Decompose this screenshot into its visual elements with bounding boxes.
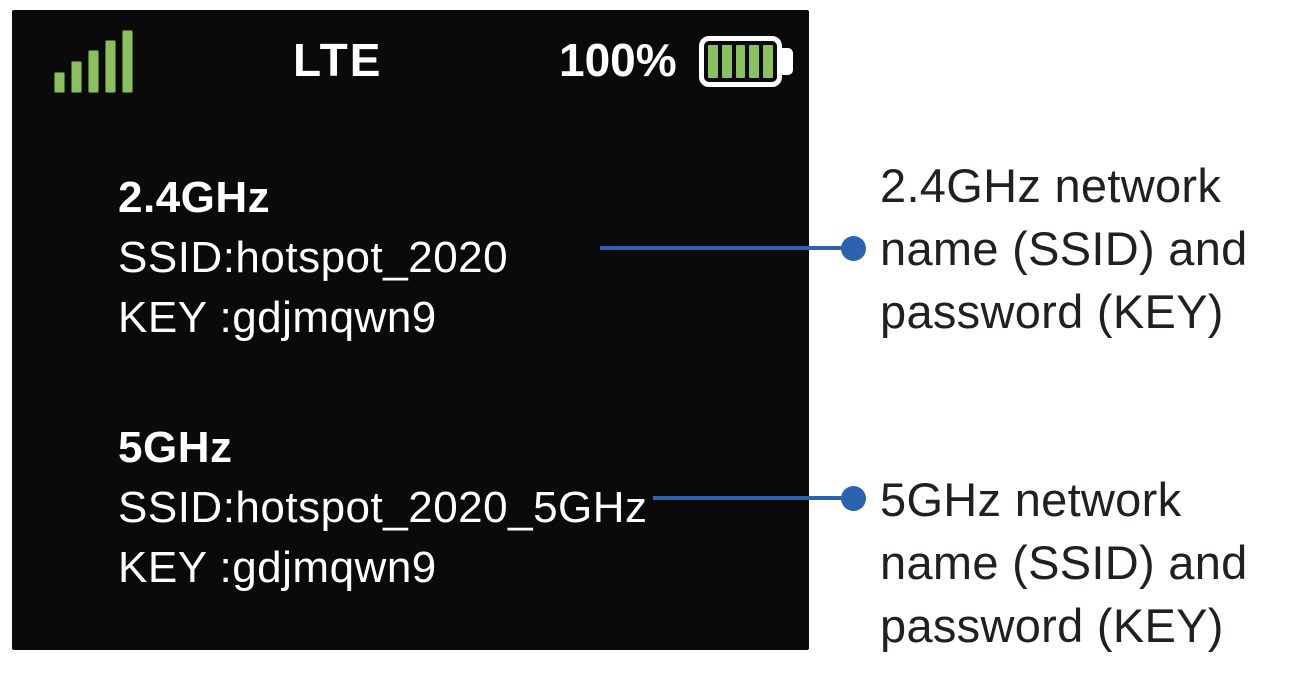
signal-bar [122, 30, 133, 93]
callout-dot-5ghz [841, 486, 866, 511]
callout-line-text: password (KEY) [880, 599, 1224, 652]
key-line-2_4ghz: KEY :gdjmqwn9 [118, 293, 437, 342]
callout-connector-line-5ghz [653, 496, 845, 500]
callout-line-text: name (SSID) and [880, 536, 1248, 589]
battery-icon-tip [782, 48, 793, 75]
callout-annotation-2_4ghz: 2.4GHz network name (SSID) and password … [880, 154, 1248, 343]
wifi-info-2_4ghz: 2.4GHz SSID:hotspot_2020 KEY :gdjmqwn9 [118, 168, 508, 348]
callout-line-text: password (KEY) [880, 285, 1224, 338]
signal-bar [54, 72, 65, 93]
ssid-line-2_4ghz: SSID:hotspot_2020 [118, 233, 509, 282]
battery-cell [749, 45, 760, 78]
callout-connector-line-2_4ghz [600, 246, 845, 250]
battery-cell [763, 45, 773, 78]
signal-bar [88, 50, 99, 93]
callout-line-text: name (SSID) and [880, 222, 1248, 275]
signal-strength-icon [54, 30, 134, 93]
ssid-line-5ghz: SSID:hotspot_2020_5GHz [118, 483, 648, 532]
signal-bar [71, 61, 82, 93]
callout-annotation-5ghz: 5GHz network name (SSID) and password (K… [880, 468, 1248, 657]
callout-line-text: 5GHz network [880, 473, 1182, 526]
battery-cell [708, 45, 718, 78]
battery-cell [721, 45, 732, 78]
battery-cell [735, 45, 746, 78]
band-label-2_4ghz: 2.4GHz [118, 173, 271, 222]
callout-dot-2_4ghz [841, 236, 866, 261]
band-label-5ghz: 5GHz [118, 423, 233, 472]
key-line-5ghz: KEY :gdjmqwn9 [118, 543, 437, 592]
hotspot-device-screen: LTE 100% 2.4GHz SSID:hotspot_2020 KEY :g… [12, 10, 809, 650]
wifi-info-5ghz: 5GHz SSID:hotspot_2020_5GHz KEY :gdjmqwn… [118, 418, 648, 598]
battery-percent-label: 100% [559, 34, 677, 86]
network-type-label: LTE [293, 34, 383, 86]
battery-icon [699, 36, 782, 87]
signal-bar [105, 40, 116, 93]
callout-line-text: 2.4GHz network [880, 159, 1222, 212]
